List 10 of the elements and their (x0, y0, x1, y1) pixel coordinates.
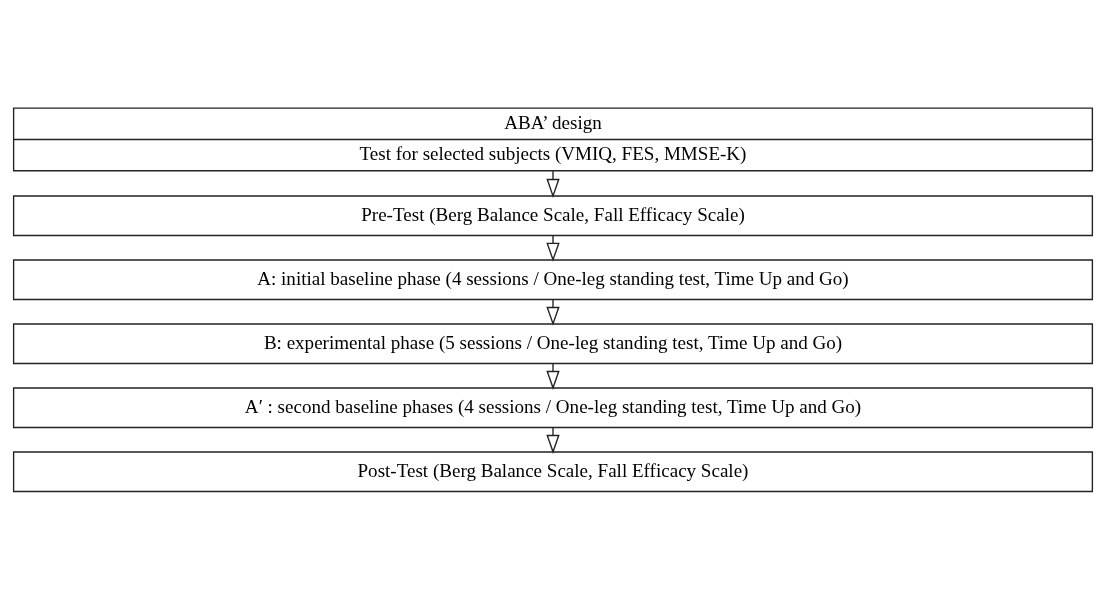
node-box: Post-Test (Berg Balance Scale, Fall Efficacy Scale) (12, 451, 1094, 493)
node-box: A: initial baseline phase (4 sessions / One-leg standing test, Time Up and Go) (12, 259, 1094, 301)
node-box: A′ : second baseline phases (4 sessions / One-leg standing test, Time Up and Go) (12, 387, 1094, 429)
arrow (546, 299, 560, 326)
node-box: Pre-Test (Berg Balance Scale, Fall Efficacy Scale) (12, 195, 1094, 237)
arrow (546, 170, 560, 198)
arrow (546, 235, 560, 262)
node-box: B: experimental phase (5 sessions / One-leg standing test, Time Up and Go) (12, 323, 1094, 365)
arrow (546, 363, 560, 390)
arrow (546, 427, 560, 454)
